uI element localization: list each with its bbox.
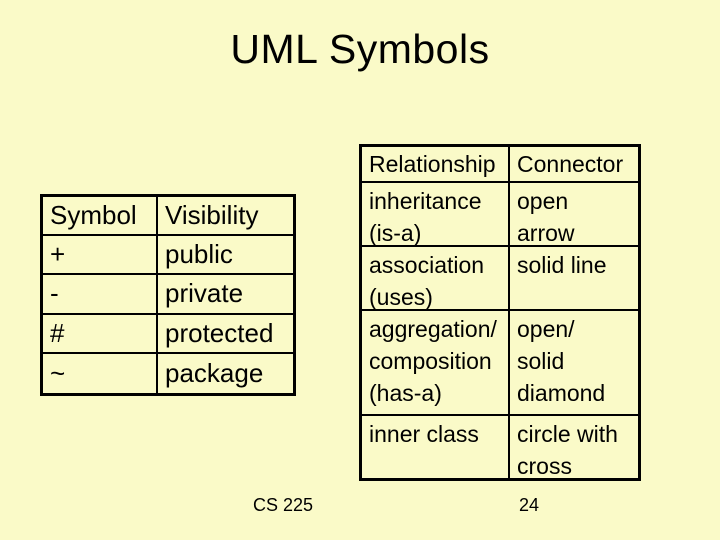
slide-title: UML Symbols: [230, 26, 490, 72]
relationship-cell-inheritance: inheritance (is-a): [362, 183, 510, 247]
symbol-cell-private: -: [43, 275, 158, 315]
relationship-table-header-connector: Connector: [510, 147, 638, 183]
relationship-table: Relationship Connector inheritance (is-a…: [359, 144, 641, 481]
connector-cell-inner-class: circle with cross: [517, 421, 618, 478]
connector-cell-aggregation: open/ solid diamond: [510, 311, 638, 416]
relationship-cell-aggregation: aggregation/ composition (has-a): [362, 311, 510, 416]
relationship-cell-inner-class: inner class: [362, 416, 510, 478]
relationship-table-header-relationship: Relationship: [362, 147, 510, 183]
visibility-table: Symbol Visibility + public - private # p…: [40, 194, 296, 396]
page-number: 24: [519, 495, 540, 515]
visibility-cell-package: package: [165, 357, 264, 388]
relationship-cell-association: association (uses): [362, 247, 510, 311]
symbol-cell-public: +: [43, 236, 158, 276]
footer-course-label: CS 225: [253, 495, 314, 515]
visibility-table-header-symbol: Symbol: [43, 197, 158, 237]
visibility-cell-protected: protected: [158, 315, 293, 354]
visibility-cell-public: public: [158, 236, 293, 276]
connector-cell-association: solid line: [510, 247, 638, 311]
symbol-cell-protected: #: [43, 314, 158, 354]
visibility-table-header-visibility: Visibility: [158, 197, 293, 237]
visibility-cell-private: private: [158, 275, 293, 315]
connector-cell-inheritance: open arrow: [510, 183, 638, 247]
symbol-cell-package: ~: [43, 353, 158, 393]
